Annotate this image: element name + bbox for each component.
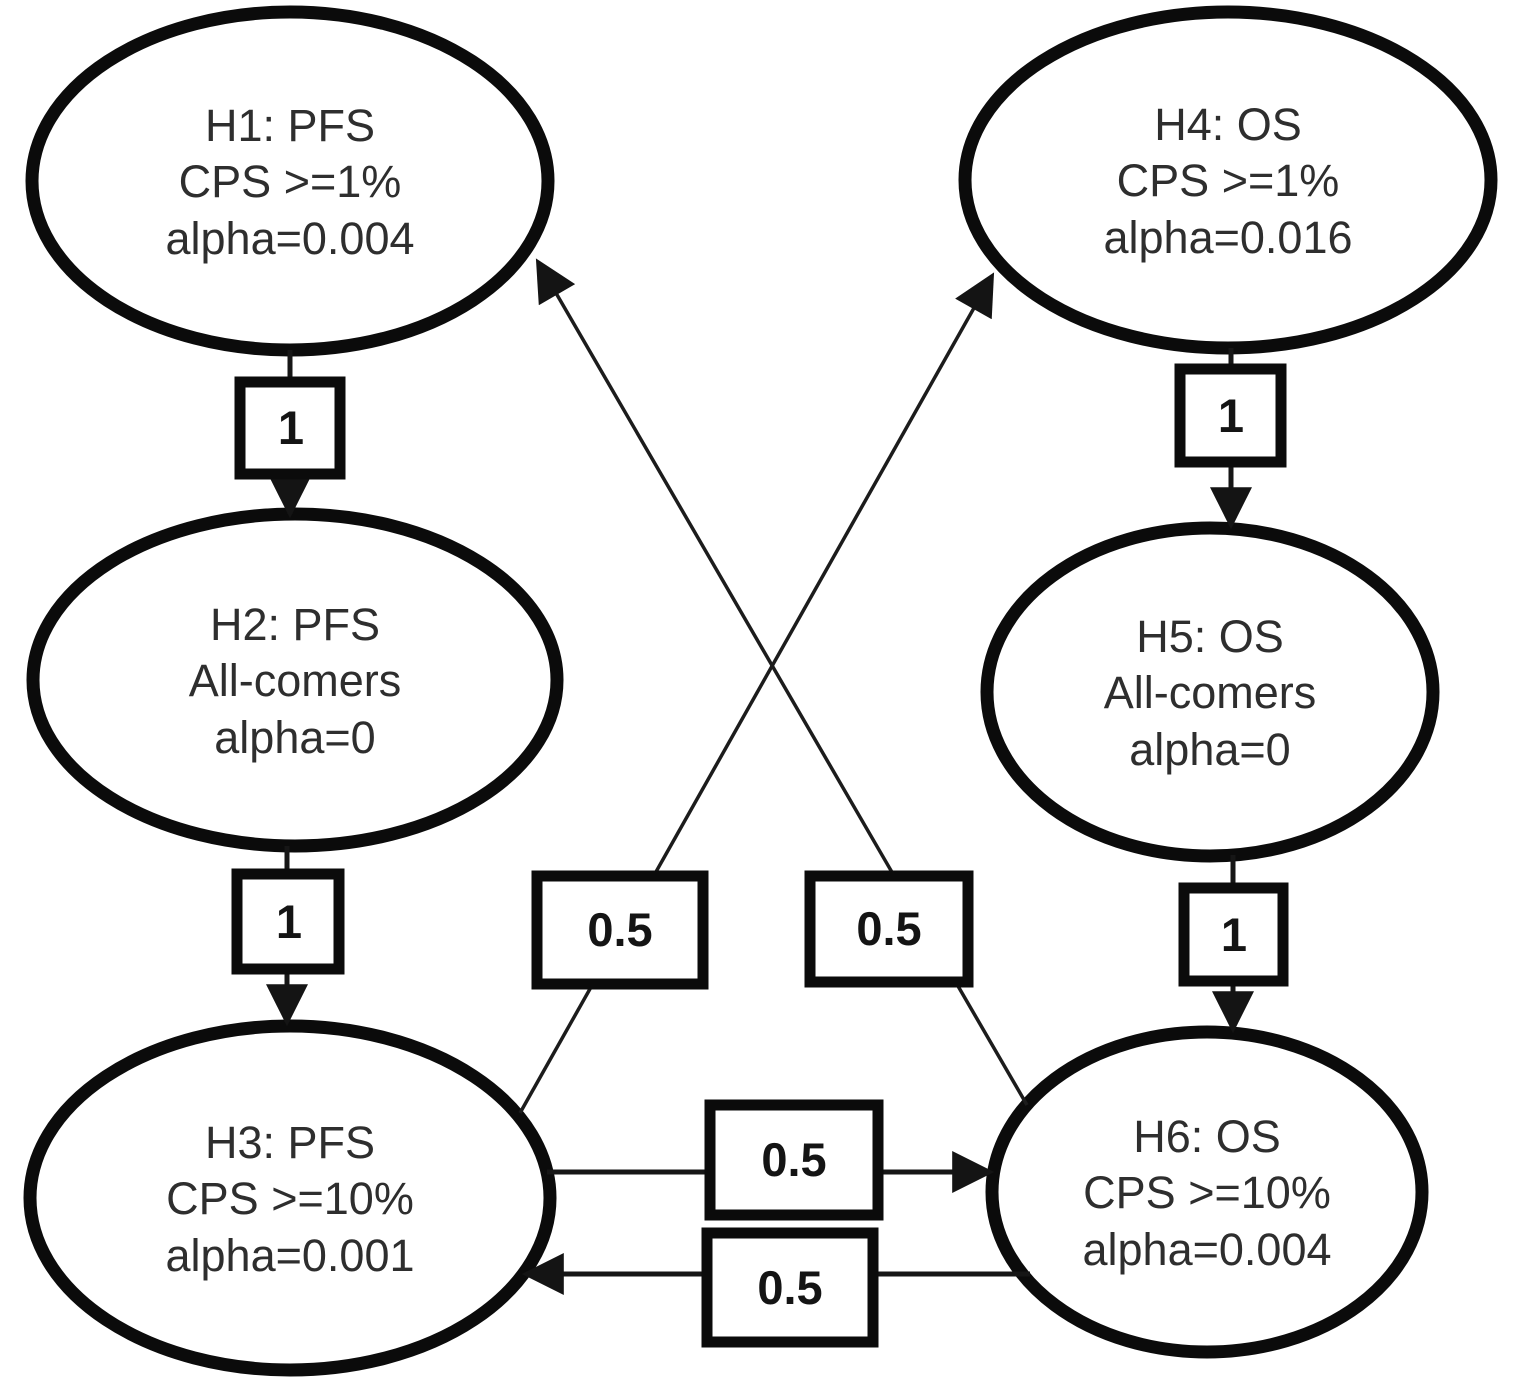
weight-box-h3-h4	[531, 870, 709, 990]
weight-h3-h4: 0.5	[531, 870, 709, 990]
weight-label-h1-h2: 1	[278, 401, 304, 454]
weight-label-h6-h3: 0.5	[757, 1261, 822, 1314]
weight-h3-h6: 0.5	[704, 1099, 884, 1221]
weight-label-h2-h3: 1	[276, 895, 302, 948]
weight-label-h3-h4: 0.5	[587, 903, 652, 956]
node-h3: H3: PFS CPS >=10% alpha=0.001	[23, 1019, 557, 1377]
node-h5: H5: OS All-comers alpha=0	[980, 521, 1440, 863]
weight-box-h6-h3	[701, 1227, 879, 1348]
node-h4: H4: OS CPS >=1% alpha=0.016	[958, 5, 1498, 355]
weight-h5-h6: 1	[1178, 882, 1289, 987]
weight-h4-h5: 1	[1174, 363, 1287, 468]
node-h2-line1: H2: PFS	[210, 599, 380, 650]
weight-label-h3-h6: 0.5	[761, 1133, 826, 1186]
node-h1: H1: PFS CPS >=1% alpha=0.004	[25, 5, 555, 357]
weight-h2-h3: 1	[231, 868, 345, 975]
weight-h1-h2: 1	[234, 376, 346, 480]
weight-label-h5-h6: 1	[1221, 908, 1247, 961]
weight-box-h1-h2	[234, 376, 346, 480]
node-h2-line2: All-comers	[189, 655, 402, 706]
node-h4-line2: CPS >=1%	[1117, 155, 1340, 206]
weight-box-h5-h6	[1178, 882, 1289, 987]
node-h3-line2: CPS >=10%	[166, 1173, 414, 1224]
node-h3-line1: H3: PFS	[205, 1117, 375, 1168]
weight-h6-h3: 0.5	[701, 1227, 879, 1348]
node-h1-line2: CPS >=1%	[179, 156, 402, 207]
node-h5-line2: All-comers	[1104, 667, 1317, 718]
node-h5-line1: H5: OS	[1136, 611, 1284, 662]
node-h2-line3: alpha=0	[214, 712, 375, 763]
node-h2: H2: PFS All-comers alpha=0	[26, 507, 564, 853]
node-h6-line3: alpha=0.004	[1083, 1224, 1332, 1275]
node-h4-line3: alpha=0.016	[1104, 212, 1353, 263]
node-h1-line3: alpha=0.004	[166, 213, 415, 264]
node-h6-line2: CPS >=10%	[1083, 1167, 1331, 1218]
weight-label-h4-h5: 1	[1218, 389, 1244, 442]
weight-box-h4-h5	[1174, 363, 1287, 468]
weight-box-h3-h6	[704, 1099, 884, 1221]
node-h4-ellipse	[958, 5, 1498, 355]
node-h5-line3: alpha=0	[1129, 724, 1290, 775]
node-h1-line1: H1: PFS	[205, 100, 375, 151]
weight-h6-h1: 0.5	[804, 870, 974, 988]
node-h6-line1: H6: OS	[1133, 1111, 1281, 1162]
weight-box-h6-h1	[804, 870, 974, 988]
weight-box-h2-h3	[231, 868, 345, 975]
node-h6: H6: OS CPS >=10% alpha=0.004	[985, 1025, 1429, 1359]
node-h4-line1: H4: OS	[1154, 99, 1302, 150]
weight-label-h6-h1: 0.5	[856, 902, 921, 955]
node-h3-line3: alpha=0.001	[166, 1230, 415, 1281]
